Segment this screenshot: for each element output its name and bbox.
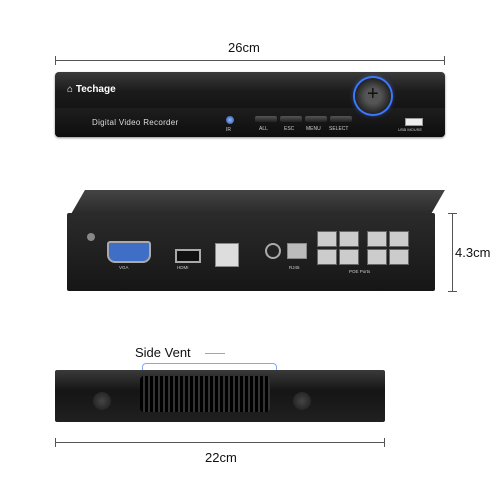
front-width-label: 26cm xyxy=(228,40,260,55)
side-vent xyxy=(140,376,270,412)
brand-name: Techage xyxy=(75,84,116,95)
poe-port xyxy=(317,249,337,265)
poe-port xyxy=(339,231,359,247)
front-width-line xyxy=(55,60,445,61)
poe-port xyxy=(339,249,359,265)
menu-button[interactable] xyxy=(305,116,327,122)
height-line xyxy=(452,213,453,291)
front-width-tick-right xyxy=(444,56,445,65)
side-width-tick-left xyxy=(55,438,56,447)
poe-label: POE Ports xyxy=(349,269,371,274)
vga-port xyxy=(107,241,151,263)
poe-port xyxy=(389,249,409,265)
rj45-label: RJ45 xyxy=(289,265,300,270)
usb-label: USB MOUSE xyxy=(398,127,423,132)
all-button[interactable] xyxy=(255,116,277,122)
rj45-port xyxy=(287,243,307,259)
side-panel xyxy=(55,370,385,422)
callout-line xyxy=(205,353,225,354)
ground-screw-icon xyxy=(87,233,95,241)
all-button-label: ALL xyxy=(259,126,268,132)
front-panel: ⌂ Techage Digital Video Recorder IR ALL … xyxy=(55,72,445,137)
esc-button-label: ESC xyxy=(284,126,295,132)
height-tick-top xyxy=(448,213,457,214)
height-label: 4.3cm xyxy=(455,245,491,260)
dc-power-port xyxy=(265,243,281,259)
height-tick-bottom xyxy=(448,291,457,292)
rear-usb-ports xyxy=(215,243,239,267)
house-icon: ⌂ xyxy=(67,84,74,95)
side-width-label: 22cm xyxy=(205,450,237,465)
poe-port xyxy=(367,231,387,247)
select-button-label: SELECT xyxy=(329,126,349,132)
poe-port xyxy=(317,231,337,247)
esc-button[interactable] xyxy=(280,116,302,122)
menu-button-label: MENU xyxy=(306,126,321,132)
hdmi-label: HDMI xyxy=(177,265,189,270)
poe-port xyxy=(389,231,409,247)
ir-label: IR xyxy=(226,127,231,133)
product-label: Digital Video Recorder xyxy=(92,118,179,127)
ir-sensor-icon xyxy=(226,116,234,124)
hdmi-port xyxy=(175,249,201,263)
brand-logo: ⌂ Techage xyxy=(67,84,116,95)
usb-port xyxy=(405,118,423,126)
front-width-tick-left xyxy=(55,56,56,65)
jog-dial[interactable]: + xyxy=(355,78,391,114)
vga-label: VGA xyxy=(119,265,129,270)
poe-port xyxy=(367,249,387,265)
select-button[interactable] xyxy=(330,116,352,122)
side-width-line xyxy=(55,442,385,443)
back-top-surface xyxy=(71,190,445,214)
back-panel: VGA HDMI RJ45 POE Ports xyxy=(67,213,435,291)
plus-icon: + xyxy=(367,83,379,105)
side-vent-label: Side Vent xyxy=(135,345,191,360)
front-panel-strip xyxy=(55,108,445,137)
rubber-foot-left xyxy=(93,392,111,410)
side-width-tick-right xyxy=(384,438,385,447)
rubber-foot-right xyxy=(293,392,311,410)
